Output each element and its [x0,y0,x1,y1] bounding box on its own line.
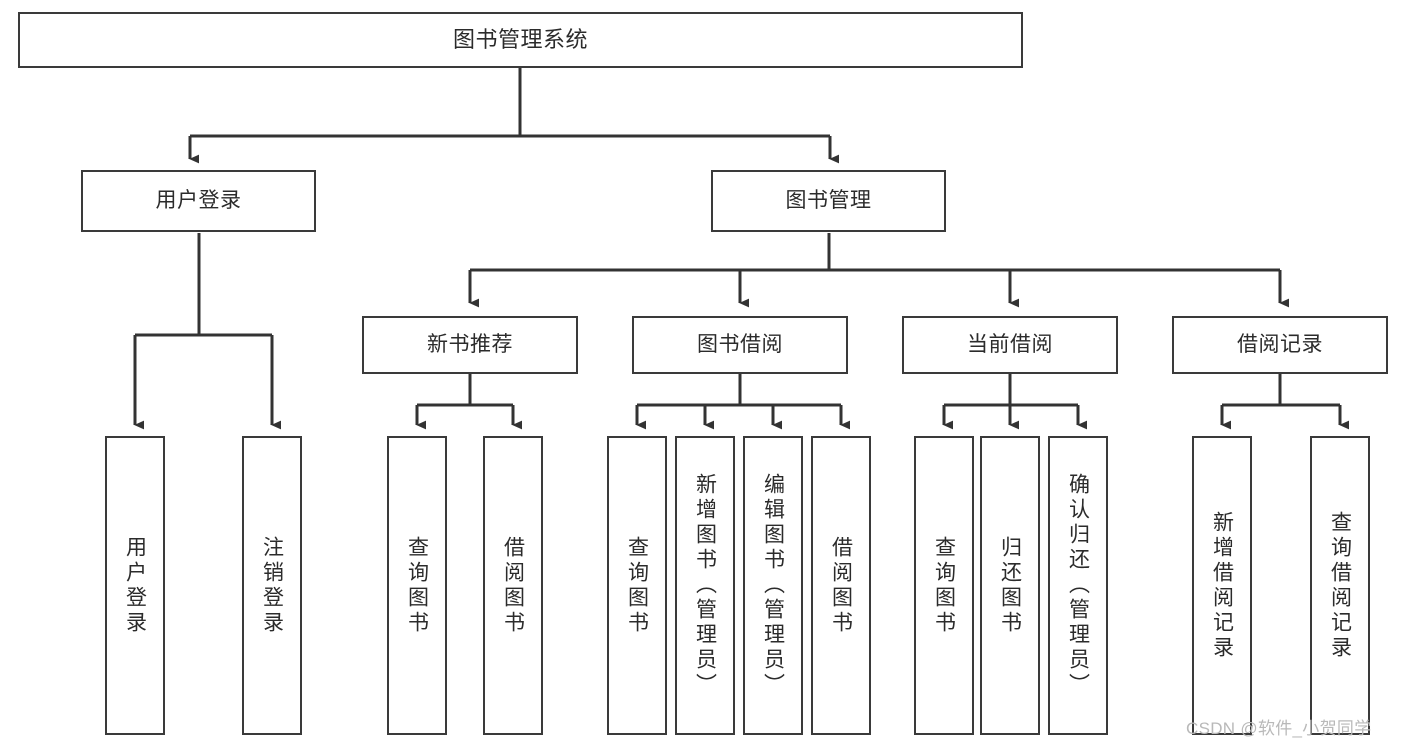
node-label: 当前借阅 [967,332,1053,356]
node-label: 图书借阅 [697,332,783,356]
node-leaf-user-login[interactable]: 用户登录 [105,436,165,735]
node-leaf-borrow-book-2[interactable]: 借阅图书 [811,436,871,735]
node-label: 新增图书（管理员） [693,473,717,698]
node-label: 查询图书 [405,535,429,636]
node-book-borrow[interactable]: 图书借阅 [632,316,848,374]
csdn-watermark: CSDN @软件_小贺同学 [1186,719,1372,738]
node-leaf-query-record[interactable]: 查询借阅记录 [1310,436,1370,735]
node-label: 图书管理 [785,188,872,212]
node-label: 借阅图书 [501,535,525,636]
node-leaf-return-book[interactable]: 归还图书 [980,436,1040,735]
node-leaf-logout-login[interactable]: 注销登录 [242,436,302,735]
node-leaf-query-book-2[interactable]: 查询图书 [607,436,667,735]
node-user-login[interactable]: 用户登录 [81,170,316,232]
node-label: 确认归还（管理员） [1066,473,1090,698]
node-label: 注销登录 [260,535,284,636]
node-label: 借阅记录 [1237,332,1323,356]
node-label: 查询图书 [625,535,649,636]
node-current-borrow[interactable]: 当前借阅 [902,316,1118,374]
node-leaf-add-book[interactable]: 新增图书（管理员） [675,436,735,735]
node-leaf-query-book-3[interactable]: 查询图书 [914,436,974,735]
node-label: 用户登录 [155,188,242,212]
node-book-management[interactable]: 图书管理 [711,170,946,232]
node-label: 查询图书 [932,535,956,636]
node-book-management-system[interactable]: 图书管理系统 [18,12,1023,68]
node-leaf-confirm-return[interactable]: 确认归还（管理员） [1048,436,1108,735]
node-label: 归还图书 [998,535,1022,636]
node-label: 新增借阅记录 [1210,510,1234,661]
node-label: 编辑图书（管理员） [761,473,785,698]
node-leaf-edit-book[interactable]: 编辑图书（管理员） [743,436,803,735]
node-label: 图书管理系统 [452,27,588,53]
node-label: 用户登录 [123,535,147,636]
node-label: 查询借阅记录 [1328,510,1352,661]
node-leaf-add-record[interactable]: 新增借阅记录 [1192,436,1252,735]
node-new-book-recommend[interactable]: 新书推荐 [362,316,578,374]
node-leaf-query-book-1[interactable]: 查询图书 [387,436,447,735]
node-borrow-record[interactable]: 借阅记录 [1172,316,1388,374]
node-leaf-borrow-book-1[interactable]: 借阅图书 [483,436,543,735]
node-label: 新书推荐 [427,332,513,356]
node-label: 借阅图书 [829,535,853,636]
